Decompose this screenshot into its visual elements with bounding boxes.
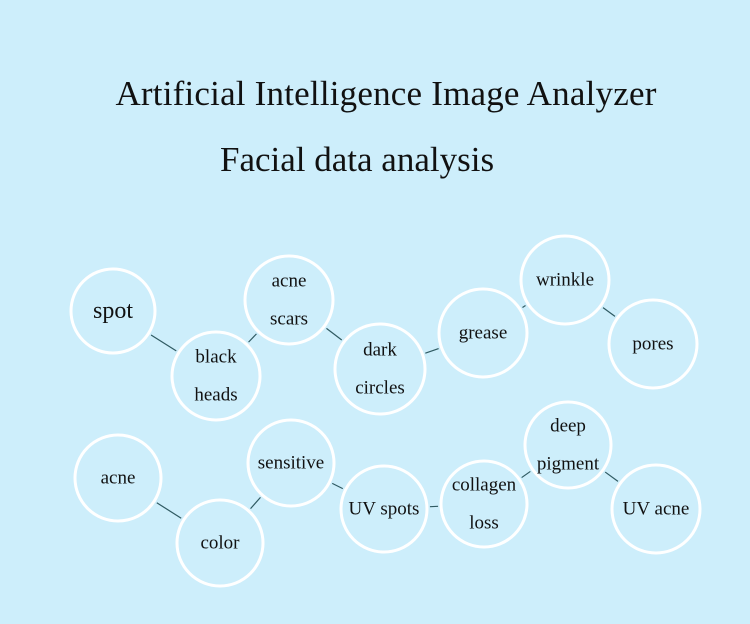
connector-dark-circles-to-grease xyxy=(425,347,439,354)
node-circle xyxy=(439,459,529,549)
node-wrinkle: wrinkle xyxy=(519,234,611,326)
node-circle xyxy=(246,418,336,508)
node-circle xyxy=(523,400,613,490)
node-deep-pigment: deep pigment xyxy=(523,400,613,490)
node-label: pores xyxy=(632,334,673,355)
node-blackheads: black heads xyxy=(170,330,262,422)
node-circle xyxy=(610,463,702,555)
node-circle xyxy=(607,298,699,390)
connector-grease-to-wrinkle xyxy=(522,305,526,308)
connector-spot-to-blackheads xyxy=(150,334,177,352)
node-sensitive: sensitive xyxy=(246,418,336,508)
node-grease: grease xyxy=(437,287,529,379)
node-layer: spot black heads acne scars dark circles grease… xyxy=(69,234,702,588)
node-circle xyxy=(73,433,163,523)
node-circle xyxy=(333,322,427,416)
node-label: acne xyxy=(101,468,136,489)
node-label: black xyxy=(195,347,237,368)
node-label: collagen xyxy=(452,475,517,496)
node-label: pigment xyxy=(537,454,600,475)
node-label: scars xyxy=(270,309,308,330)
node-label: wrinkle xyxy=(536,270,594,291)
node-label: grease xyxy=(459,323,508,344)
node-circle xyxy=(519,234,611,326)
connector-color-to-sensitive xyxy=(250,497,261,509)
node-circle xyxy=(175,498,265,588)
connector-wrinkle-to-pores xyxy=(602,307,616,317)
node-label: dark xyxy=(363,340,397,361)
node-spot: spot xyxy=(69,267,157,355)
node-uv-acne: UV acne xyxy=(610,463,702,555)
node-acne-scars: acne scars xyxy=(243,254,335,346)
connector-blackheads-to-acne-scars xyxy=(248,333,257,343)
node-label: color xyxy=(200,533,240,554)
connector-deep-pigment-to-uv-acne xyxy=(604,471,619,482)
connector-collagen-loss-to-deep-pigment xyxy=(521,470,531,479)
node-label: circles xyxy=(355,378,405,399)
node-label: deep xyxy=(550,416,586,437)
connector-sensitive-to-uv-spots xyxy=(331,482,344,490)
node-acne: acne xyxy=(73,433,163,523)
connector-layer xyxy=(150,305,619,519)
node-label: loss xyxy=(469,513,499,534)
node-pores: pores xyxy=(607,298,699,390)
node-circle xyxy=(437,287,529,379)
node-dark-circles: dark circles xyxy=(333,322,427,416)
node-label: acne xyxy=(272,271,307,292)
connector-acne-scars-to-dark-circles xyxy=(326,327,343,341)
node-color: color xyxy=(175,498,265,588)
node-label: UV spots xyxy=(349,499,420,520)
node-label: spot xyxy=(93,298,133,324)
node-label: UV acne xyxy=(623,499,690,520)
node-circle xyxy=(339,464,429,554)
page-title: Artificial Intelligence Image Analyzer xyxy=(115,74,657,113)
node-label: heads xyxy=(194,385,237,406)
page-subtitle: Facial data analysis xyxy=(220,140,495,179)
node-circle xyxy=(170,330,262,422)
connector-acne-to-color xyxy=(156,502,182,519)
node-circle xyxy=(243,254,335,346)
node-label: sensitive xyxy=(258,453,325,474)
node-uv-spots: UV spots xyxy=(339,464,429,554)
node-circle xyxy=(69,267,157,355)
node-collagen-loss: collagen loss xyxy=(439,459,529,549)
